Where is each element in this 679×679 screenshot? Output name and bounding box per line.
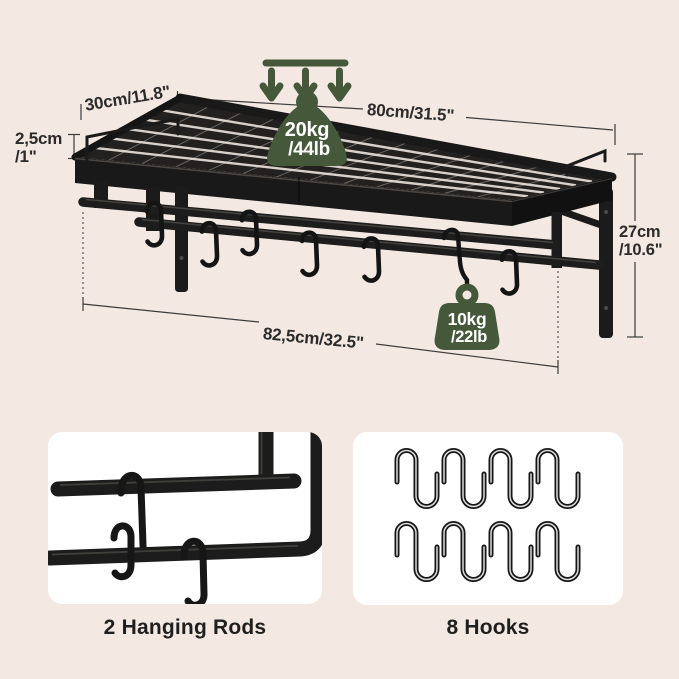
hooks-card [353, 432, 623, 605]
hanging-rods-card [48, 432, 322, 604]
s-hook-icon [299, 230, 320, 278]
rod-load-badge [434, 283, 500, 350]
rail-height-dimension-label-line2: /1" [15, 147, 37, 166]
hanging-rods-card-art [48, 432, 322, 604]
drop-height-dimension-label-line1: 27cm [619, 223, 661, 241]
s-hook-icon [499, 249, 520, 296]
s-hook-icon [144, 200, 165, 248]
s-hook-icon [110, 522, 135, 581]
s-hook-icon [239, 209, 260, 257]
hooks-label: 8 Hooks [446, 616, 530, 639]
s-hook-icon [180, 537, 208, 604]
rod-load-label-line2: /22lb [450, 328, 488, 346]
s-hook-icon [199, 220, 220, 268]
left-bracket [175, 186, 188, 292]
hanging-rods-label: 2 Hanging Rods [103, 616, 267, 639]
s-hook-icon [441, 227, 470, 290]
shelf-load-label-line1: 20kg [284, 119, 330, 141]
drop-height-dimension-label-line2: /10.6" [619, 241, 663, 259]
shelf-load-label-line2: /44lb [288, 139, 330, 160]
s-hooks [144, 200, 520, 296]
down-arrows-icon [259, 59, 352, 102]
guard-rail [85, 117, 607, 177]
rail-height-dimension-label-line1: 2,5cm [15, 129, 63, 148]
rod-load-label-line1: 10kg [447, 309, 487, 329]
hanging-weight-icon [455, 283, 479, 307]
hooks-card-art [394, 448, 581, 582]
s-hook-icon [361, 236, 382, 283]
